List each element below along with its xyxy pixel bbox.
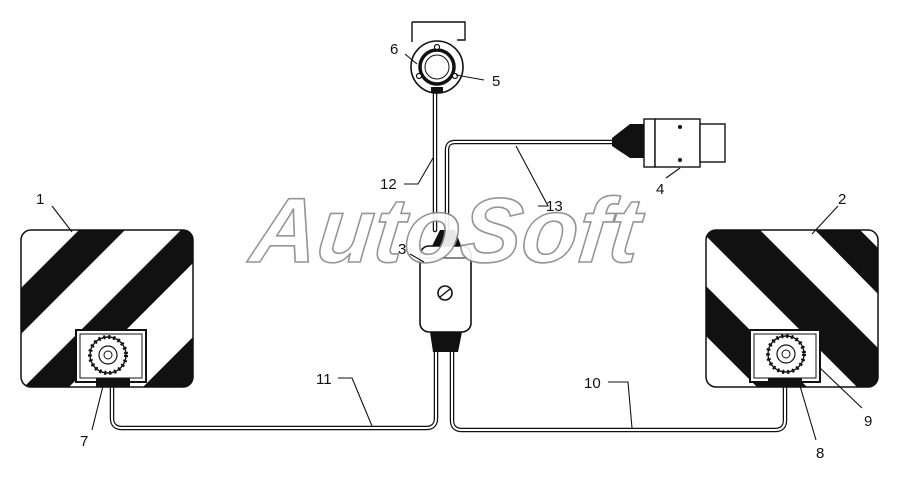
label-8: 8: [816, 445, 824, 462]
top-lamp: [410, 21, 466, 94]
plug-connector: [612, 118, 726, 168]
label-10: 10: [584, 375, 601, 392]
label-7: 7: [80, 433, 88, 450]
left-lamp: [75, 329, 147, 387]
label-6: 6: [390, 41, 398, 58]
label-2: 2: [838, 191, 846, 208]
label-12: 12: [380, 176, 397, 193]
junction-box: [419, 230, 472, 352]
watermark-text: AutoSoft: [244, 178, 648, 282]
label-9: 9: [864, 413, 872, 430]
label-11: 11: [316, 371, 332, 388]
label-5: 5: [492, 73, 500, 90]
label-4: 4: [656, 181, 664, 198]
label-13: 13: [546, 198, 563, 215]
label-1: 1: [36, 191, 44, 208]
callout-labels: 1 2 3 4 5 6 7 8 9 10 11 12 13: [36, 41, 872, 462]
label-3: 3: [398, 241, 406, 258]
cables: [109, 87, 788, 433]
leader-lines: [51, 53, 863, 441]
right-lamp: [749, 329, 821, 387]
